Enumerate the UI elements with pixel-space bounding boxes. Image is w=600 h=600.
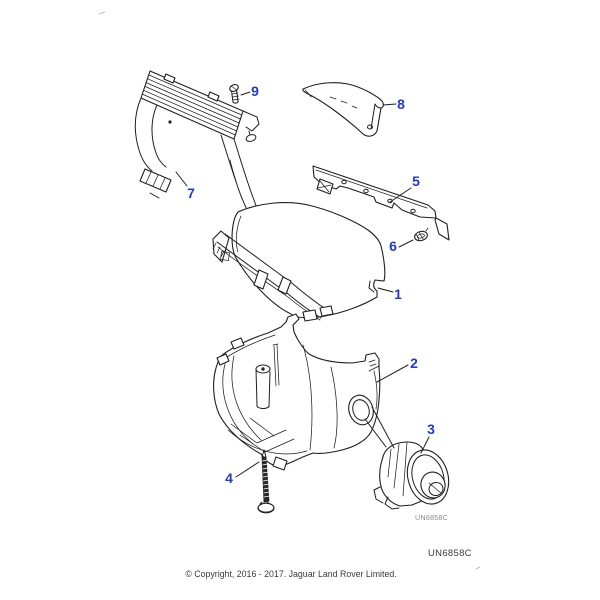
callout-labels: 1 2 3 4 5 6 7 8 9 (187, 83, 435, 486)
callout-3[interactable]: 3 (427, 421, 435, 437)
part-7-drawing (134, 70, 260, 223)
diagram-code-watermark: UN6858C (415, 513, 448, 522)
speck-artifact (98, 11, 106, 15)
part-3-drawing (373, 441, 450, 510)
callout-7[interactable]: 7 (187, 185, 195, 201)
part-5-drawing (312, 165, 450, 241)
part-1-drawing (212, 202, 386, 322)
part-9-drawing (229, 83, 240, 104)
diagram-code: UN6858C (428, 548, 472, 559)
callout-8[interactable]: 8 (397, 96, 405, 112)
callout-6[interactable]: 6 (389, 238, 397, 254)
callout-5[interactable]: 5 (412, 173, 420, 189)
callout-2[interactable]: 2 (410, 355, 418, 371)
callout-4[interactable]: 4 (225, 470, 233, 486)
part-2-drawing (213, 313, 381, 471)
leader-lines (175, 91, 430, 478)
speck-artifact (475, 566, 481, 570)
callout-1[interactable]: 1 (394, 286, 402, 302)
callout-9[interactable]: 9 (251, 83, 259, 99)
part-6-drawing (414, 227, 429, 242)
copyright-text: © Copyright, 2016 - 2017. Jaguar Land Ro… (185, 569, 396, 579)
part-4-drawing (257, 449, 275, 514)
part-8-drawing (302, 82, 384, 137)
